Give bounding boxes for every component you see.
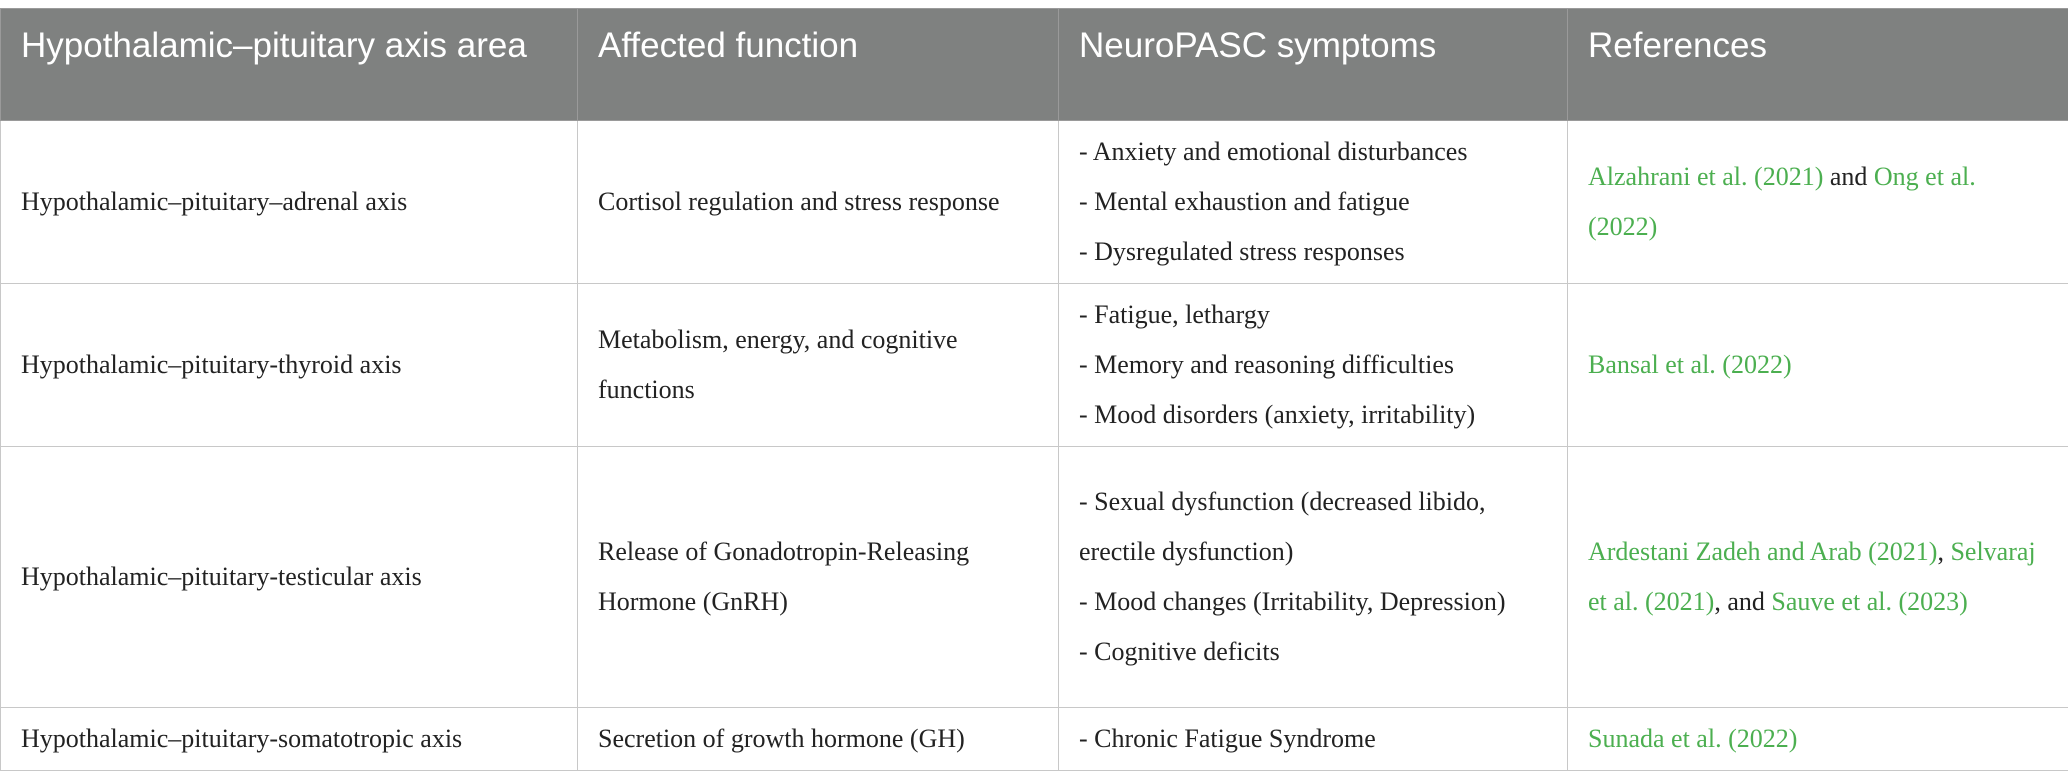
cell-references: Sunada et al. (2022) — [1567, 707, 2068, 771]
cell-function: Secretion of growth hormone (GH) — [577, 707, 1059, 771]
symptom-item: - Dysregulated stress responses — [1079, 237, 1405, 266]
cell-references: Ardestani Zadeh and Arab (2021), Selvara… — [1567, 446, 2068, 708]
symptom-item: - Sexual dysfunction (decreased libido, … — [1079, 487, 1486, 566]
hpa-axis-table: Hypothalamic–pituitary axis area Affecte… — [0, 8, 2068, 771]
reference-link[interactable]: Ong et al. (2022) — [1588, 162, 1976, 241]
header-affected-function: Affected function — [577, 8, 1059, 121]
symptom-item: - Mental exhaustion and fatigue — [1079, 187, 1410, 216]
header-area: Hypothalamic–pituitary axis area — [0, 8, 578, 121]
table-row: Hypothalamic–pituitary–adrenal axis Cort… — [0, 120, 2068, 284]
table-row: Hypothalamic–pituitary-thyroid axis Meta… — [0, 283, 2068, 447]
table-row: Hypothalamic–pituitary-somatotropic axis… — [0, 707, 2068, 771]
cell-references: Bansal et al. (2022) — [1567, 283, 2068, 447]
reference-separator: , — [1937, 537, 1951, 566]
cell-area: Hypothalamic–pituitary-thyroid axis — [0, 283, 578, 447]
cell-function: Cortisol regulation and stress response — [577, 120, 1059, 284]
cell-symptoms: - Sexual dysfunction (decreased libido, … — [1058, 446, 1568, 708]
reference-link[interactable]: Ardestani Zadeh and Arab (2021) — [1588, 537, 1938, 566]
symptom-item: - Fatigue, lethargy — [1079, 300, 1270, 329]
cell-symptoms: - Fatigue, lethargy - Memory and reasoni… — [1058, 283, 1568, 447]
reference-link[interactable]: Alzahrani et al. (2021) — [1588, 162, 1824, 191]
cell-symptoms: - Chronic Fatigue Syndrome — [1058, 707, 1568, 771]
reference-link[interactable]: Bansal et al. (2022) — [1588, 350, 1792, 379]
reference-separator: , and — [1714, 587, 1772, 616]
symptom-item: - Cognitive deficits — [1079, 637, 1280, 666]
table-header-row: Hypothalamic–pituitary axis area Affecte… — [0, 8, 2068, 121]
reference-link[interactable]: Selvaraj et al. (2021) — [1588, 537, 2036, 616]
symptom-item: - Mood changes (Irritability, Depression… — [1079, 587, 1506, 616]
cell-references: Alzahrani et al. (2021) and Ong et al. (… — [1567, 120, 2068, 284]
symptom-item: - Memory and reasoning difficulties — [1079, 350, 1454, 379]
symptom-item: - Mood disorders (anxiety, irritability) — [1079, 400, 1476, 429]
reference-link[interactable]: Sauve et al. (2023) — [1771, 587, 1968, 616]
symptom-item: - Chronic Fatigue Syndrome — [1079, 724, 1376, 753]
cell-symptoms: - Anxiety and emotional disturbances - M… — [1058, 120, 1568, 284]
cell-area: Hypothalamic–pituitary-somatotropic axis — [0, 707, 578, 771]
header-references: References — [1567, 8, 2068, 121]
cell-area: Hypothalamic–pituitary–adrenal axis — [0, 120, 578, 284]
header-symptoms: NeuroPASC symptoms — [1058, 8, 1568, 121]
reference-link[interactable]: Sunada et al. (2022) — [1588, 724, 1798, 753]
symptom-item: - Anxiety and emotional disturbances — [1079, 137, 1468, 166]
cell-function: Metabolism, energy, and cognitive functi… — [577, 283, 1059, 447]
cell-area: Hypothalamic–pituitary-testicular axis — [0, 446, 578, 708]
cell-function: Release of Gonadotropin-Releasing Hormon… — [577, 446, 1059, 708]
reference-separator: and — [1823, 162, 1874, 191]
table-row: Hypothalamic–pituitary-testicular axis R… — [0, 446, 2068, 708]
